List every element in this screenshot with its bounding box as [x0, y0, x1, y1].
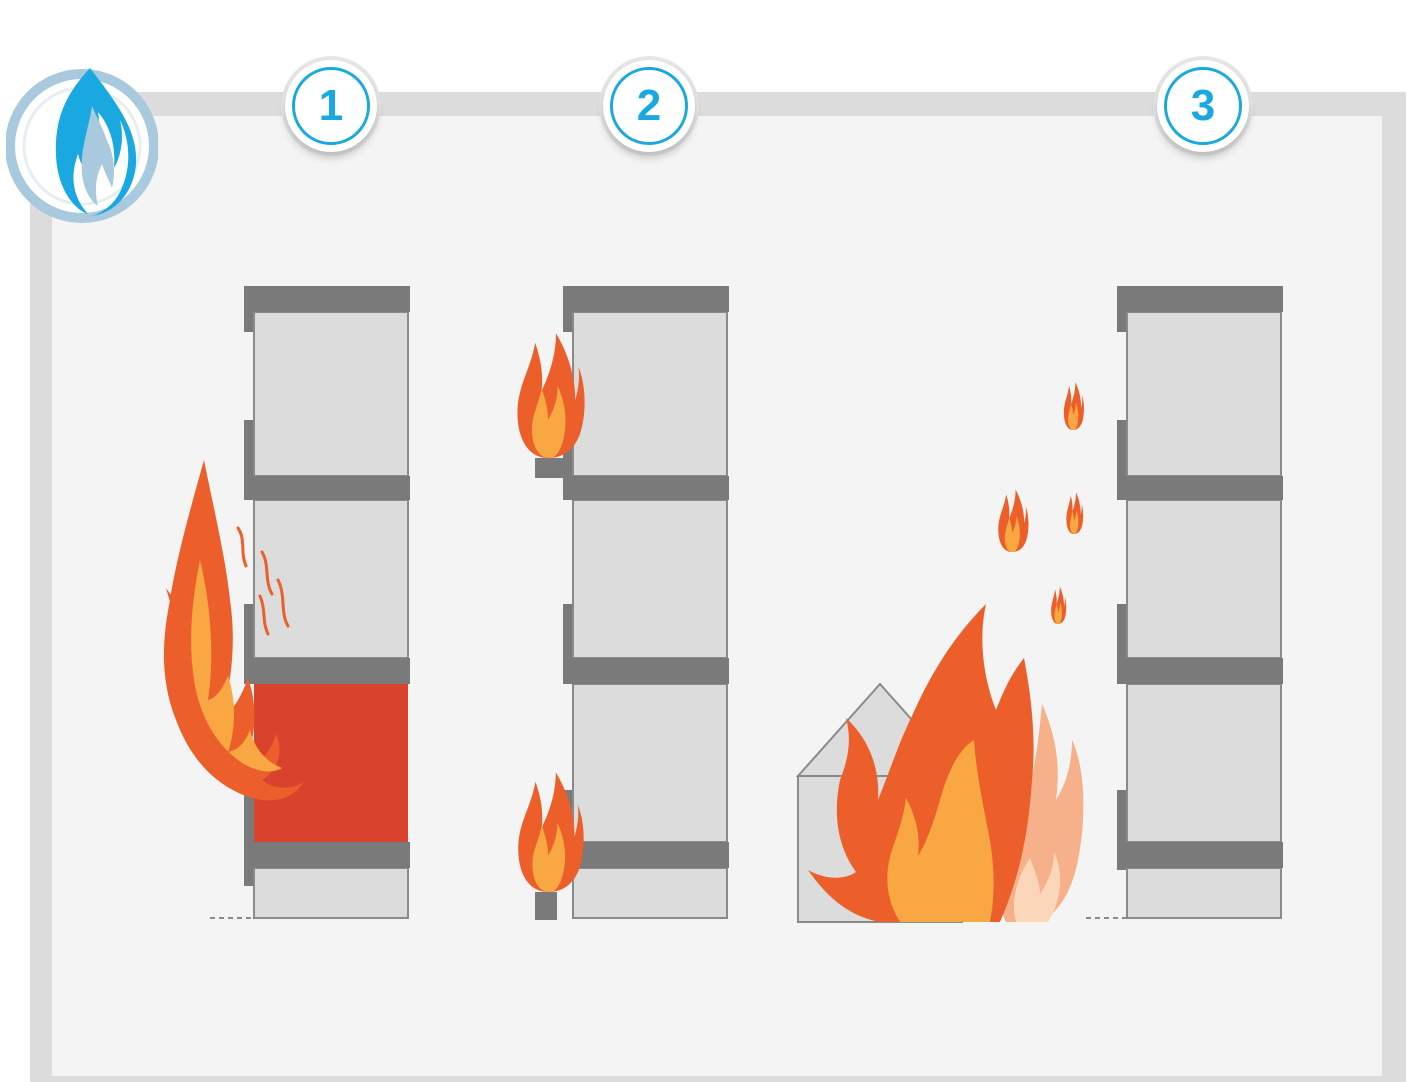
balcony	[535, 892, 557, 920]
step-number-2: 2	[636, 81, 662, 130]
building-3	[1086, 286, 1283, 919]
flame-icon	[163, 460, 304, 801]
floor-slab	[252, 476, 410, 500]
ember-flame-icon	[998, 489, 1029, 552]
balcony	[535, 458, 565, 478]
floor-slab	[1125, 286, 1283, 312]
step-number-3: 3	[1190, 81, 1216, 130]
floor-slab	[1125, 842, 1283, 868]
step-badge-1: 1	[285, 60, 377, 152]
step-badge-3: 3	[1157, 60, 1249, 152]
logo-badge	[6, 68, 158, 223]
floor-slab	[1125, 658, 1283, 684]
burning-floor	[254, 684, 408, 842]
floor-slab	[571, 286, 729, 312]
floor-slab	[571, 658, 729, 684]
building-1	[163, 286, 410, 919]
ground-fire	[808, 382, 1084, 922]
ember-flame-icon	[1051, 586, 1067, 624]
ember-flame-icon	[1066, 492, 1084, 534]
blue-flame-icon	[55, 68, 137, 216]
step-badge-2: 2	[603, 60, 695, 152]
floor-slab	[571, 476, 729, 500]
ember-flame-icon	[1063, 382, 1084, 430]
step-number-1: 1	[318, 81, 344, 130]
building-2	[517, 286, 729, 920]
floor-slab	[571, 842, 729, 868]
floor-slab	[252, 842, 410, 868]
floor-slab	[1125, 476, 1283, 500]
floor-slab	[252, 658, 410, 684]
floor-slab	[252, 286, 410, 312]
